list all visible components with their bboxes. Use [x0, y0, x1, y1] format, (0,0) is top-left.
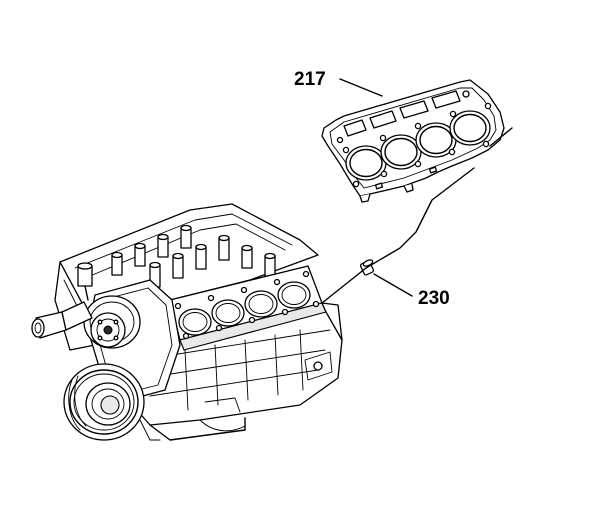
crank-pulley	[63, 363, 145, 441]
deck-bores	[178, 281, 311, 336]
gasket-water-ports	[336, 90, 470, 144]
gasket-bolt-holes	[342, 102, 492, 188]
gasket-bores	[345, 110, 491, 181]
head-gasket	[321, 79, 505, 203]
deck-bolt-holes	[174, 270, 320, 340]
callout-217-label: 217	[294, 69, 326, 90]
callout-230-label: 230	[418, 288, 450, 309]
water-pump	[83, 295, 141, 349]
lifter-bosses	[111, 224, 276, 288]
leader-lines	[321, 78, 513, 304]
engine-block	[31, 203, 343, 441]
